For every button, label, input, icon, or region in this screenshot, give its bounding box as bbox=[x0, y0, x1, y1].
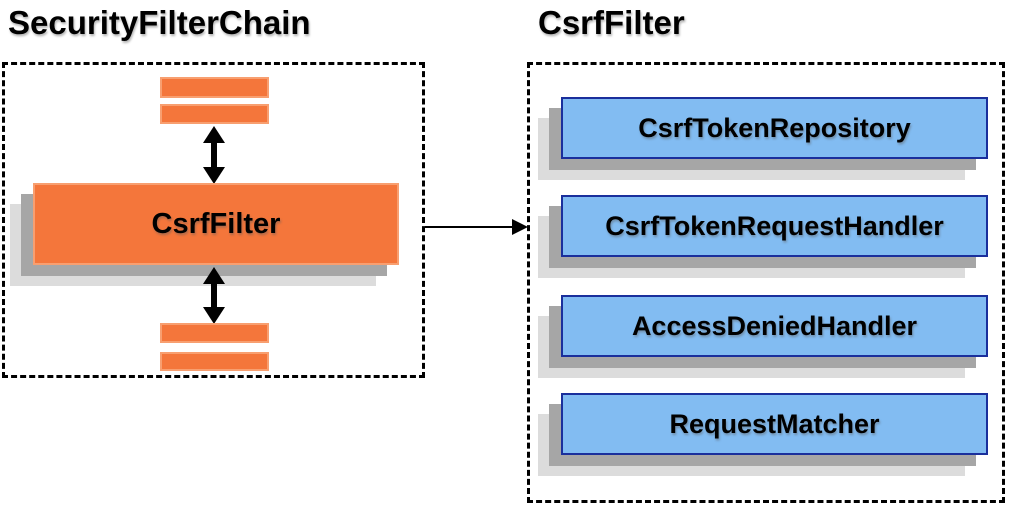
filter-placeholder-bar bbox=[160, 352, 269, 371]
csrf-token-request-handler-node: CsrfTokenRequestHandler bbox=[561, 195, 988, 257]
csrf-token-repository-node: CsrfTokenRepository bbox=[561, 97, 988, 159]
flow-arrow-icon bbox=[425, 219, 528, 235]
component-label: CsrfTokenRepository bbox=[638, 112, 911, 143]
up-down-arrow-icon bbox=[203, 126, 225, 184]
filter-placeholder-bar bbox=[160, 104, 269, 124]
component-label: CsrfTokenRequestHandler bbox=[605, 210, 944, 241]
component-label: AccessDeniedHandler bbox=[631, 310, 918, 341]
up-down-arrow-icon bbox=[203, 267, 225, 324]
access-denied-handler-node: AccessDeniedHandler bbox=[561, 295, 988, 357]
security-filter-chain-title: SecurityFilterChain bbox=[8, 4, 311, 41]
csrf-filter-node: CsrfFilter bbox=[33, 183, 399, 265]
filter-placeholder-bar bbox=[160, 323, 269, 343]
filter-placeholder-bar bbox=[160, 77, 269, 98]
security-filter-chain-container: CsrfFilter bbox=[2, 62, 425, 378]
csrf-filter-container: CsrfTokenRepository CsrfTokenRequestHand… bbox=[527, 62, 1005, 503]
csrf-filter-node-label: CsrfFilter bbox=[151, 207, 281, 240]
request-matcher-node: RequestMatcher bbox=[561, 393, 988, 455]
component-label: RequestMatcher bbox=[669, 408, 880, 439]
csrf-filter-title: CsrfFilter bbox=[538, 4, 685, 41]
